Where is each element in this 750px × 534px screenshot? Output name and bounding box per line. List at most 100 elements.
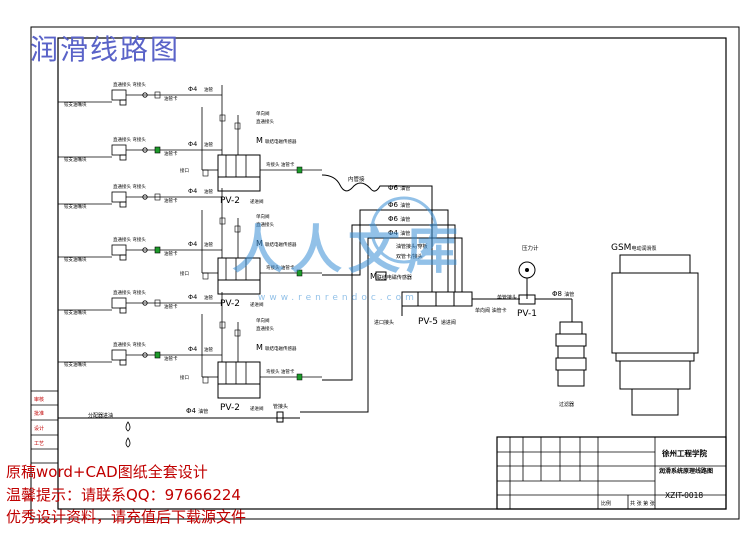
return-pipe-1 <box>321 174 433 292</box>
joint-icon <box>142 92 148 98</box>
terminal-block <box>111 191 127 203</box>
drawing-outer-frame <box>30 26 740 520</box>
logo-text: 人人文库 <box>232 221 464 281</box>
pipe-clip <box>154 351 161 359</box>
pv2-outlet-valve <box>296 269 303 277</box>
terminal-label: 铰支油嘴块 <box>64 156 87 163</box>
pv2-inlet <box>202 272 209 280</box>
pipe-label-d4: Φ4 <box>188 293 197 301</box>
terminal-block <box>111 144 127 156</box>
terminal-block <box>111 89 127 101</box>
outlet-label: 弯接头 油管卡 <box>266 368 295 375</box>
joint-label: 直通接头 弯接头 <box>113 136 146 143</box>
pv2-base <box>217 279 261 295</box>
joint-label: 直通接头 <box>256 325 274 332</box>
outlet-label: 弯接头 油管卡 <box>266 264 295 271</box>
pv2-check-valve <box>234 122 241 130</box>
pv2-inlet <box>202 376 209 384</box>
pv2-suffix-label: 递进阀 <box>250 405 264 412</box>
m-sensor-label: M <box>256 343 263 352</box>
pipe-size-labels-right: Φ6 油管 Φ6 油管 Φ6 油管 Φ4 油管 <box>388 184 410 237</box>
joint-label: 直通接头 弯接头 <box>113 289 146 296</box>
pipe-unit-label: 油管 <box>204 294 213 301</box>
pv2-label: PV-2 <box>220 196 240 206</box>
pv2-label: PV-2 <box>220 403 240 413</box>
pv5-distributor <box>375 271 520 316</box>
pipe-label-d6: Φ6 油管 <box>388 184 410 192</box>
joint-label: 直通接头 <box>256 221 274 228</box>
sheet-label: 共 张 第 张 <box>630 500 655 507</box>
joint-label: 直通接头 弯接头 <box>113 341 146 348</box>
pv2-check-valve <box>219 321 226 329</box>
bottom-pipe <box>58 411 300 423</box>
title-block <box>496 436 727 510</box>
pv2-base <box>217 176 261 192</box>
pipe-clip <box>154 146 161 154</box>
pv2-label: PV-2 <box>220 299 240 309</box>
terminal-nozzle <box>119 359 127 366</box>
inlet-label: 接口 <box>180 167 189 174</box>
pv2-outlet-valve <box>296 166 303 174</box>
clip-label: 油管卡 <box>164 197 178 204</box>
pipe-label-d6: Φ6 油管 <box>388 201 410 209</box>
joint-icon <box>142 247 148 253</box>
joint-label: 直通接头 弯接头 <box>113 183 146 190</box>
joint-icon <box>142 300 148 306</box>
clip-label: 油管卡 <box>164 250 178 257</box>
joint-icon <box>142 147 148 153</box>
pv5-outlet-label-2: 单管接头 <box>497 294 517 301</box>
pipe-unit-label: 油管 <box>204 141 213 148</box>
check-valve-label: 单向阀 <box>256 317 270 324</box>
pipe-label-d4: Φ4 <box>188 345 197 353</box>
clip-label: 油管卡 <box>164 355 178 362</box>
page-title: 润滑线路图 <box>30 33 181 66</box>
m-sensor-note: 联结电磁传感器 <box>265 241 297 248</box>
pv5-sensor-label: M联结电磁传感器 <box>370 272 412 281</box>
terminal-nozzle <box>119 201 127 208</box>
pressure-gauge-label: 压力计 <box>522 244 539 252</box>
fitting-label: 管接头 <box>273 403 288 410</box>
joint-icon <box>142 194 148 200</box>
pv2-suffix-label: 递进阀 <box>250 198 264 205</box>
pipe-label: 内管接 <box>348 175 365 183</box>
joint-icon <box>142 352 148 358</box>
watermark-line: 原稿word+CAD图纸全套设计 <box>6 463 208 481</box>
gsm-label: GSM电动润滑泵 <box>611 243 656 253</box>
clip-label: 油管卡 <box>164 303 178 310</box>
terminal-label: 铰支油嘴块 <box>64 256 87 263</box>
pv5-inlet-label: 进口接头 <box>374 319 394 326</box>
pv2-check-valve <box>234 225 241 233</box>
filter-label: 过滤器 <box>559 401 574 408</box>
pipe-label-d4: Φ4 油管 <box>186 407 208 415</box>
pressure-gauge-needle <box>525 268 529 272</box>
check-valve-label: 单向阀 <box>256 110 270 117</box>
terminal-nozzle <box>119 254 127 261</box>
oil-drop-icon <box>125 421 131 448</box>
pv2-base <box>217 383 261 399</box>
logo-watermark: 人人文库 www.renrendoc.com <box>232 196 464 303</box>
pipe-unit-label: 油管 <box>204 188 213 195</box>
pipe-label-d6: Φ6 油管 <box>388 215 410 223</box>
check-valve-label: 单向阀 <box>256 213 270 220</box>
joint-label: 直通接头 弯接头 <box>113 81 146 88</box>
return-pipes <box>300 174 463 413</box>
pv2-body <box>217 154 261 178</box>
pipe-clip <box>154 299 161 307</box>
terminal-block <box>111 244 127 256</box>
terminal-block <box>111 297 127 309</box>
return-pipe-3 <box>322 224 456 381</box>
pv5-outlet-label: 单向阀 油管卡 <box>475 307 507 314</box>
pipe-clip <box>154 193 161 201</box>
bottom-label: 分配器进油 <box>88 412 113 419</box>
logo-circle-icon <box>370 196 438 264</box>
return-pipe-4 <box>300 237 463 413</box>
terminal-label: 铰支油嘴块 <box>64 361 87 368</box>
